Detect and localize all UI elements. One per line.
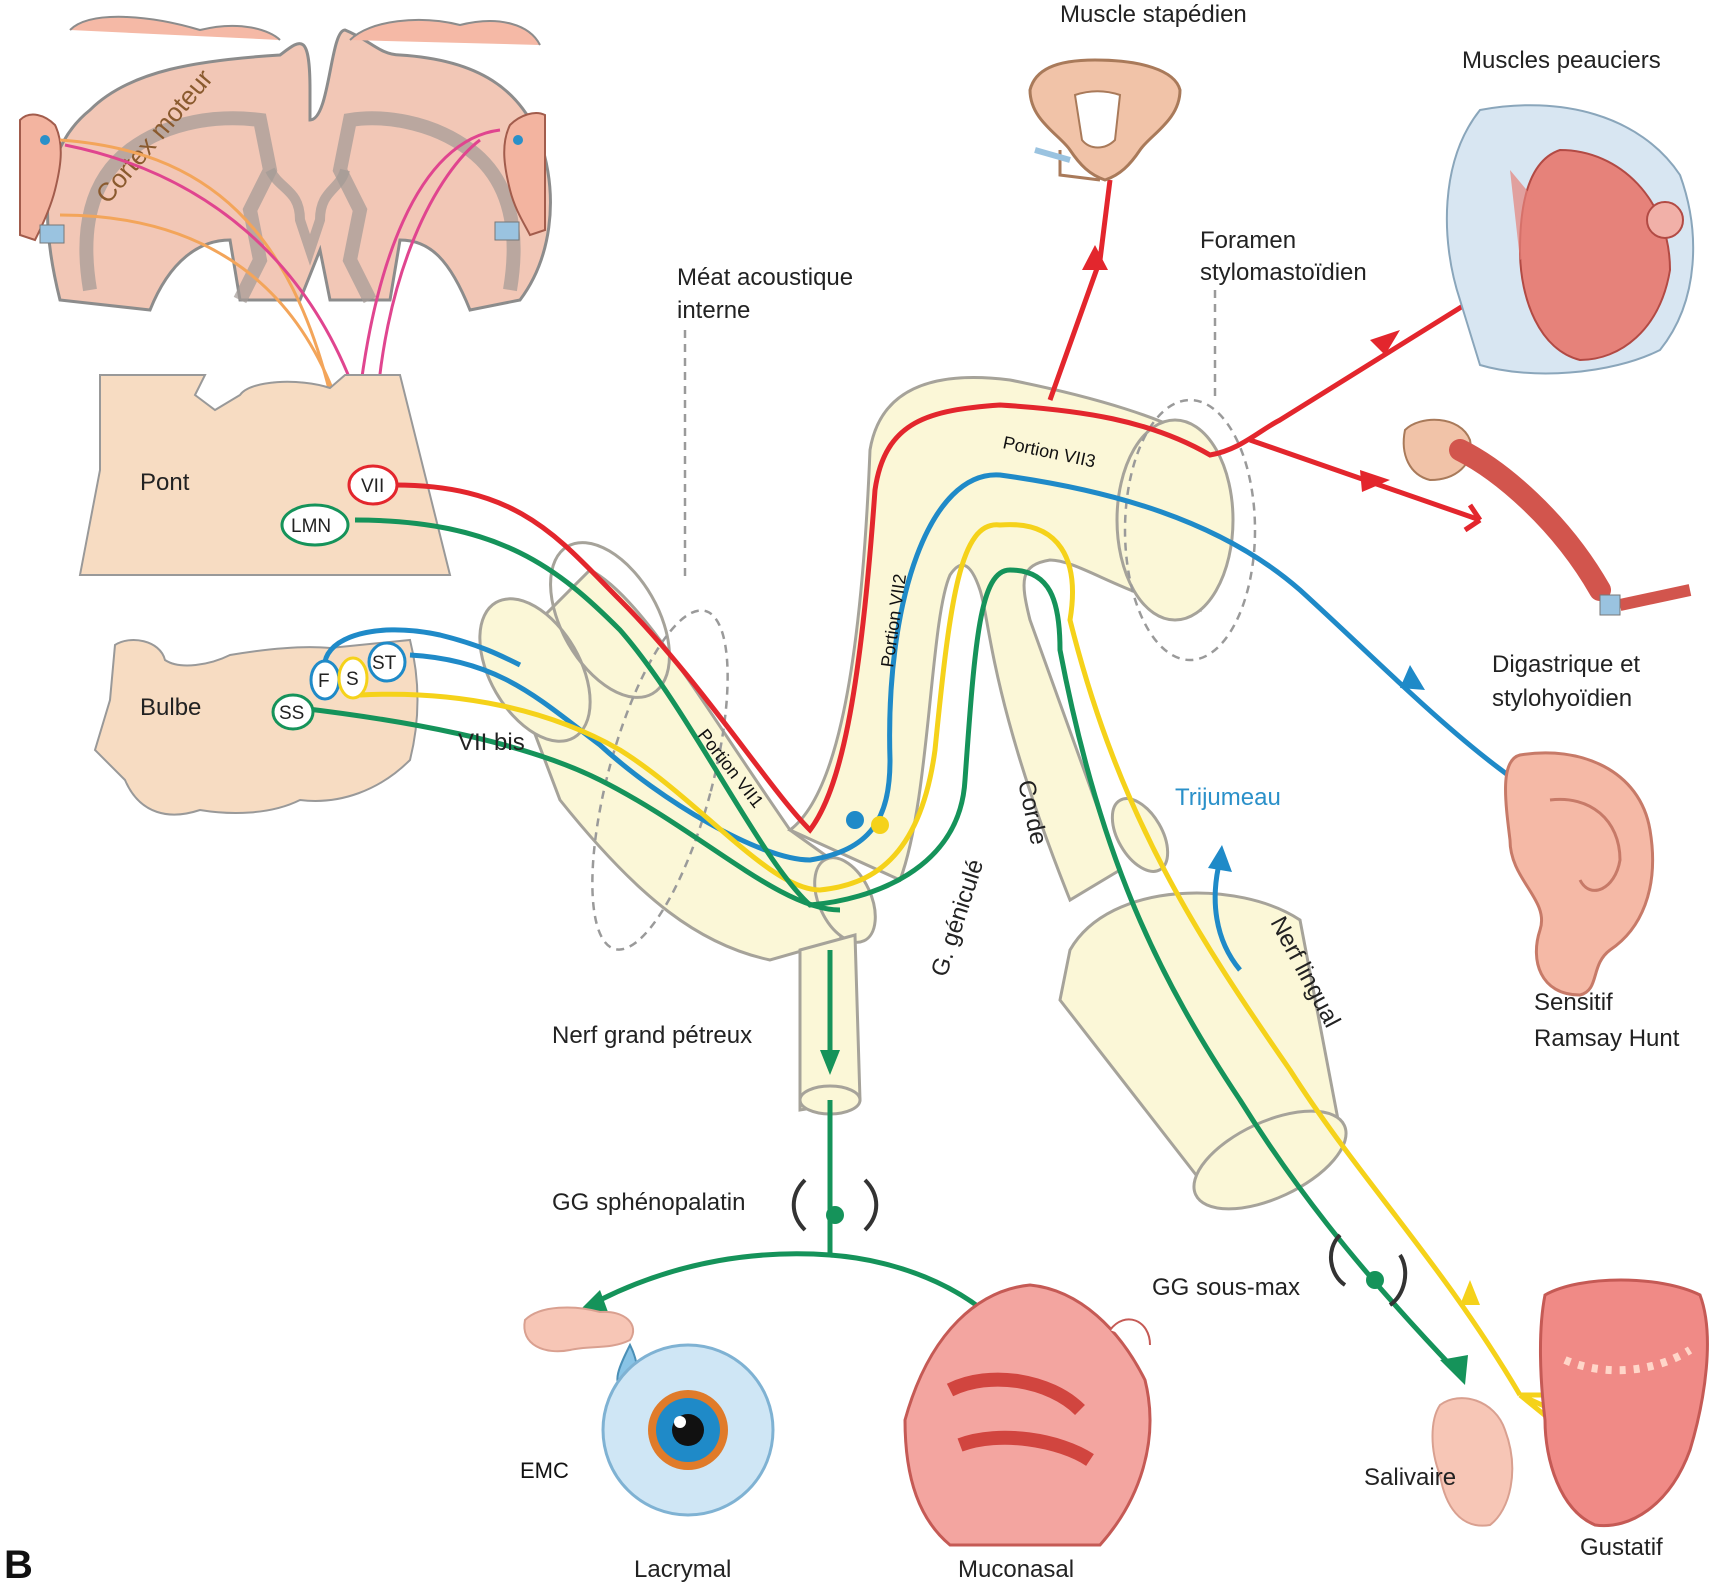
stapedius-icon [1028,58,1182,182]
label-foramen-1: Foramen [1200,227,1296,254]
eye-icon [601,1343,775,1517]
nucleus-s [337,656,369,700]
nasal-cavity-icon [903,1283,1152,1547]
nucleus-vii-label: VII [361,476,384,497]
pons-label: Pont [140,469,190,496]
spheno-ganglion-soma [826,1206,844,1224]
geniculate-yellow-soma [871,816,889,834]
motor-arrow-stapedius [1082,245,1108,270]
sheath-segment-2-3 [787,376,1202,903]
label-stapedien: Muscle stapédien [1060,1,1247,28]
salivary-gland-icon [1431,1397,1514,1527]
label-gustatif: Gustatif [1580,1534,1663,1561]
motor-arrow-digastric [1360,470,1390,492]
landmark-outlines [591,290,1257,951]
nucleus-ss-label: SS [279,703,304,724]
tongue-icon [1539,1278,1709,1528]
sheath-foramen-end [1115,418,1235,622]
motor-arrow-peauciers [1370,330,1400,355]
pons: Pont [78,374,452,576]
label-grand-petreux: Nerf grand pétreux [552,1022,752,1049]
sensory-arrow-hunt [1400,665,1425,690]
label-vii-bis: VII bis [458,729,525,756]
label-ganglion: G. géniculé [926,856,989,980]
label-digastrique-1: Digastrique et [1492,651,1640,678]
label-foramen-2: stylomastoïdien [1200,259,1367,286]
right-face-icon [494,112,546,241]
left-face-icon [19,113,65,244]
label-meat-2: interne [677,297,750,324]
nucleus-ss [271,693,315,731]
figure-letter: B [4,1543,33,1585]
meat-outline [591,609,729,951]
ganglion-brackets [791,1178,1408,1307]
brain-section: Cortex moteur [19,15,552,312]
medulla-label: Bulbe [140,694,201,721]
ear-icon [1504,751,1655,997]
foramen-outline [1123,398,1257,662]
face-muscles-icon [1445,104,1695,375]
label-peauciers: Muscles peauciers [1462,47,1661,74]
trijumeau-arrowhead [1208,845,1232,872]
nucleus-st-label: ST [372,653,397,674]
label-trijumeau: Trijumeau [1175,784,1281,811]
nucleus-lmn [280,503,350,547]
label-lacrymal: Lacrymal [634,1556,731,1583]
nucleus-s-label: S [346,669,359,690]
label-muconasal: Muconasal [958,1556,1074,1583]
label-meat-1: Méat acoustique [677,264,853,291]
sousmax-ganglion-soma [1366,1271,1384,1289]
trijumeau-arrow-line [1212,859,1242,972]
label-sensitif-2: Ramsay Hunt [1534,1025,1680,1052]
logo-emc: EMC [520,1458,569,1483]
label-gg-sousmax: GG sous-max [1152,1274,1300,1301]
nuclei: VII LMN F S ST SS [271,464,407,731]
label-salivaire: Salivaire [1364,1464,1456,1491]
digastric-icon [1402,418,1692,616]
taste-arrow [1460,1280,1480,1305]
nucleus-vii [347,464,399,506]
label-digastrique-2: stylohyoïdien [1492,685,1632,712]
nucleus-st [367,641,407,683]
nucleus-f-label: F [318,671,330,692]
lacrymal-arrow [580,1290,608,1312]
label-gg-spheno: GG sphénopalatin [552,1189,745,1216]
petreux-arrow [820,1050,840,1075]
salivaire-arrow [1440,1355,1468,1385]
geniculate-blue-soma [846,811,864,829]
nucleus-lmn-label: LMN [291,516,331,537]
label-sensitif-1: Sensitif [1534,989,1613,1016]
